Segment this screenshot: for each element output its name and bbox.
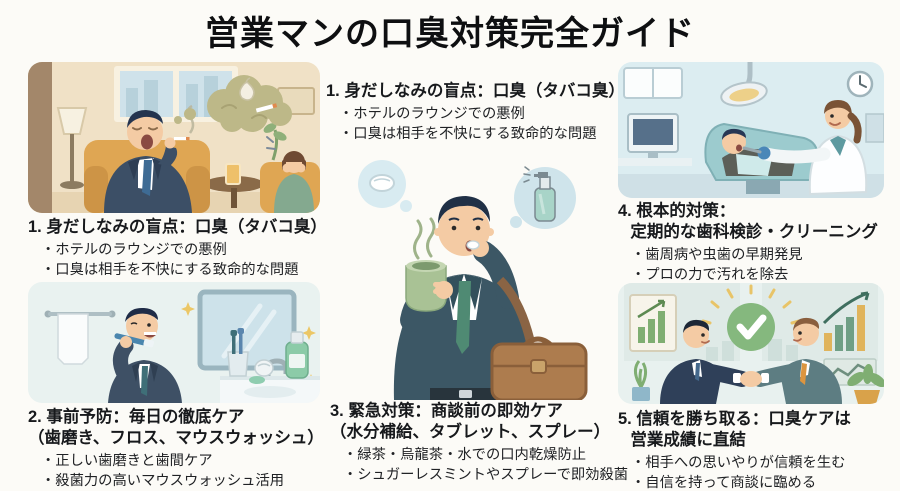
tablet-care-illustration: [332, 148, 594, 400]
section-4-heading: 4. 根本的対策： 定期的な歯科検診・クリーニング: [618, 202, 878, 242]
bullet-item: ・自信を持って商談に臨める: [631, 474, 817, 491]
bullet-item: ・シュガーレスミントやスプレーで即効殺菌: [343, 466, 629, 483]
bullet-item: ・正しい歯磨きと歯間ケア: [41, 453, 213, 470]
lounge-illustration: [28, 62, 320, 213]
plant-left: [632, 360, 650, 401]
handshake-hands: [740, 371, 762, 387]
bullet-item: ・殺菌力の高いマウスウォッシュ活用: [41, 472, 285, 489]
lounge-scene-svg: [28, 62, 320, 213]
section-prevention: 2. 事前予防：毎日の徹底ケア （歯磨き、フロス、マウスウォッシュ） ・正しい歯…: [28, 407, 328, 491]
section-emergency: 3. 緊急対策：商談前の即効ケア （水分補給、タブレット、スプレー） ・緑茶・烏…: [330, 401, 630, 486]
bullet-item: ・歯周病や虫歯の早期発見: [631, 247, 803, 264]
cigarette-icon: [255, 103, 278, 113]
tablet-care-svg: [358, 160, 588, 400]
bullet-item: ・ホテルのラウンジでの悪例: [339, 106, 525, 123]
section-trust: 5. 信頼を勝ち取る：口臭ケアは 営業成績に直結 ・相手への思いやりが信頼を生む…: [618, 409, 893, 491]
bullet-item: ・口臭は相手を不快にする致命的な問題: [41, 261, 299, 278]
section-fundamental: 4. 根本的対策： 定期的な歯科検診・クリーニング ・歯周病や虫歯の早期発見 ・…: [618, 201, 888, 286]
bullet-item: ・口臭は相手を不快にする致命的な問題: [339, 125, 597, 142]
section-grooming-center: 1. 身だしなみの盲点：口臭（タバコ臭） ・ホテルのラウンジでの悪例 ・口臭は相…: [326, 81, 625, 145]
handshake-illustration: [618, 283, 884, 404]
dental-lamp-icon: [720, 81, 768, 107]
section-1-heading: 1. 身だしなみの盲点：口臭（タバコ臭）: [28, 218, 327, 236]
bullet-item: ・プロの力で汚れを除去: [631, 266, 789, 283]
section-3-heading: 3. 緊急対策：商談前の即効ケア （水分補給、タブレット、スプレー）: [330, 402, 611, 442]
bathroom-scene-svg: [28, 282, 320, 403]
bullet-item: ・相手への思いやりが信頼を生む: [631, 455, 846, 472]
spray-bottle-icon: [523, 166, 556, 222]
section-5-heading: 5. 信頼を勝ち取る：口臭ケアは 営業成績に直結: [618, 410, 851, 450]
dental-glove: [757, 146, 771, 160]
section-1-heading-center: 1. 身だしなみの盲点：口臭（タバコ臭）: [326, 82, 625, 100]
bag-strap: [496, 276, 535, 342]
briefcase-icon: [490, 336, 588, 400]
garlic-icon: [239, 81, 255, 101]
bathroom-illustration: [28, 282, 320, 403]
bar-chart-icon: [822, 291, 870, 351]
dental-scene-svg: [618, 62, 884, 198]
page-title: 営業マンの口臭対策完全ガイド: [205, 15, 695, 53]
dental-clinic-illustration: [618, 62, 884, 198]
plant-right: [847, 364, 884, 404]
bullet-item: ・緑茶・烏龍茶・水での口内乾燥防止: [343, 447, 587, 464]
section-grooming-left: 1. 身だしなみの盲点：口臭（タバコ臭） ・ホテルのラウンジでの悪例 ・口臭は相…: [28, 217, 327, 281]
handshake-scene-svg: [618, 283, 884, 404]
bullet-item: ・ホテルのラウンジでの悪例: [41, 242, 227, 259]
section-2-heading: 2. 事前予防：毎日の徹底ケア （歯磨き、フロス、マウスウォッシュ）: [28, 408, 324, 448]
smell-cloud: [174, 75, 292, 132]
growth-chart-poster: [629, 294, 677, 352]
tablet-icon: [369, 174, 395, 192]
